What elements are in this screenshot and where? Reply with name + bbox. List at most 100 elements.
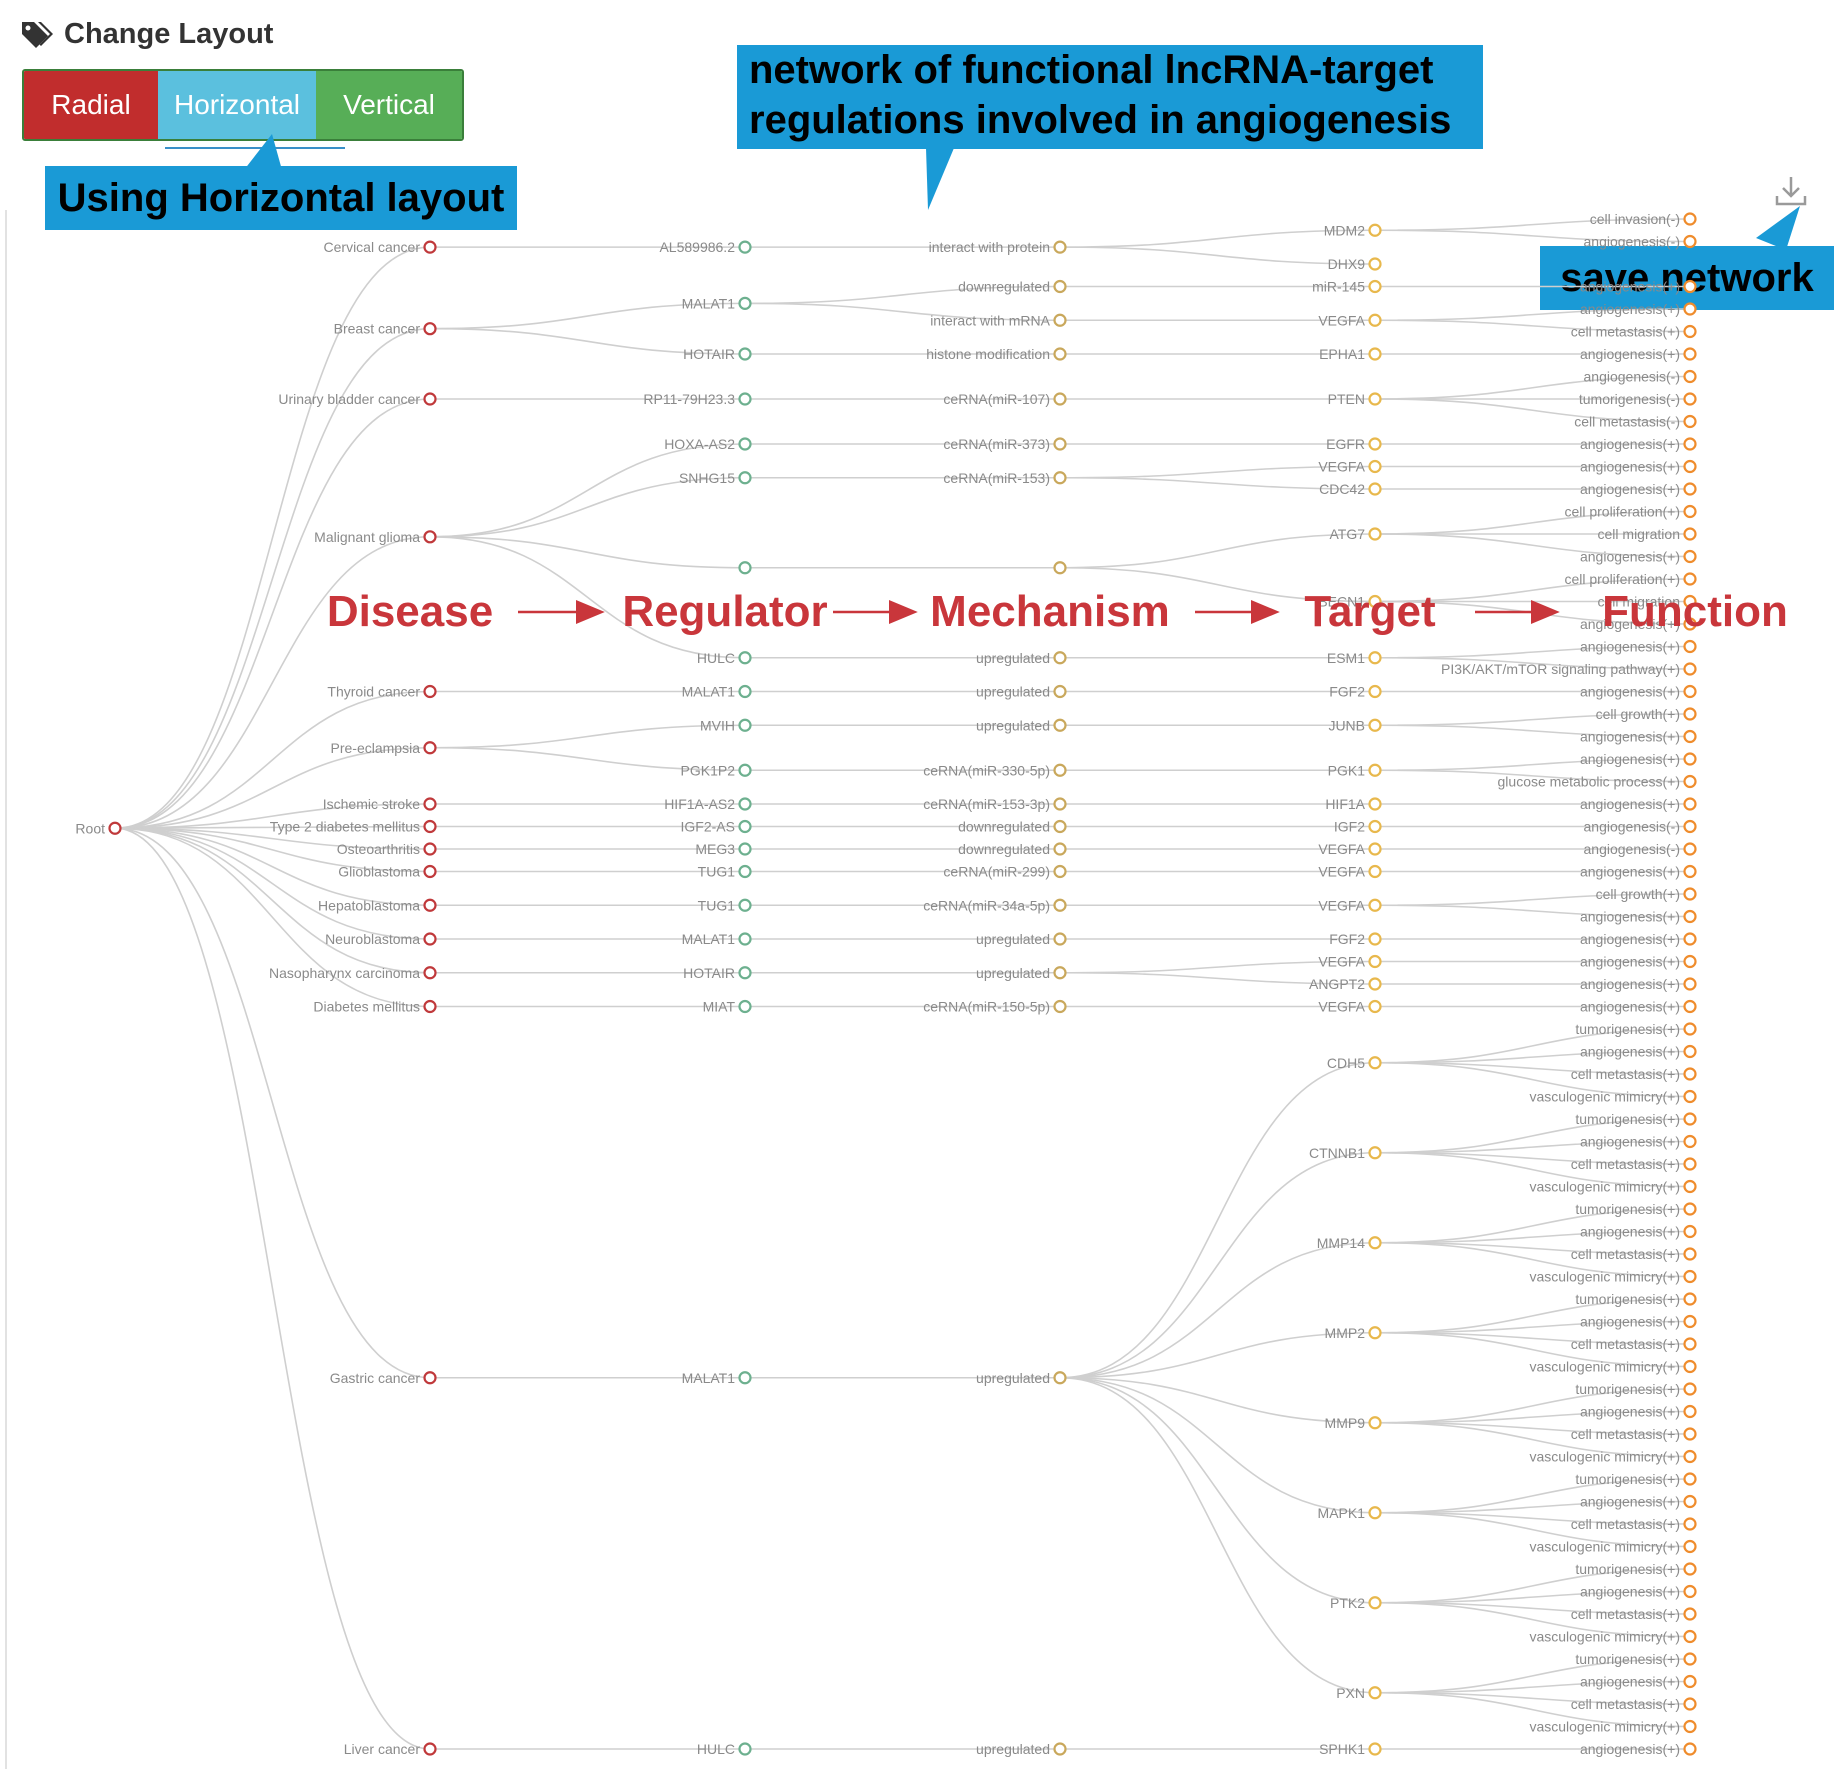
function-node[interactable]: angiogenesis(-) [1584, 819, 1697, 835]
disease-node[interactable]: Nasopharynx carcinoma [269, 965, 437, 981]
mechanism-node[interactable]: ceRNA(miR-373) [943, 436, 1067, 452]
function-node-marker[interactable] [1683, 1224, 1697, 1239]
disease-node[interactable]: Malignant glioma [314, 529, 437, 545]
function-node[interactable]: angiogenesis(+) [1580, 976, 1697, 992]
target-node[interactable]: EPHA1 [1319, 346, 1382, 362]
target-node-marker[interactable] [1368, 898, 1382, 912]
function-node-marker[interactable] [1683, 819, 1697, 834]
target-node-marker[interactable] [1368, 279, 1382, 294]
target-node[interactable]: VEGFA [1318, 459, 1382, 475]
regulator-node-marker[interactable] [738, 898, 752, 912]
function-node[interactable]: angiogenesis(+) [1580, 909, 1697, 925]
disease-node-marker[interactable] [423, 392, 437, 406]
mechanism-node-marker[interactable] [1053, 392, 1067, 406]
function-node-marker[interactable] [1683, 1607, 1697, 1621]
function-node-marker[interactable] [1683, 504, 1697, 519]
mechanism-node-marker[interactable] [1053, 763, 1067, 777]
regulator-node-marker[interactable] [738, 347, 752, 361]
disease-node[interactable]: Osteoarthritis [337, 841, 437, 857]
disease-node[interactable]: Ischemic stroke [323, 796, 437, 812]
mechanism-node[interactable]: ceRNA(miR-150-5p) [923, 999, 1067, 1015]
function-node-marker[interactable] [1683, 1584, 1697, 1599]
function-node[interactable]: vasculogenic mimicry(+) [1529, 1089, 1697, 1105]
function-node[interactable]: glucose metabolic process(+) [1498, 774, 1697, 790]
function-node-marker[interactable] [1683, 1562, 1697, 1576]
function-node-marker[interactable] [1683, 1494, 1697, 1509]
function-node-marker[interactable] [1683, 1157, 1697, 1171]
disease-node-marker[interactable] [423, 898, 437, 912]
mechanism-node-marker[interactable] [1053, 471, 1067, 485]
function-node[interactable]: vasculogenic mimicry(+) [1529, 1269, 1697, 1285]
function-node[interactable]: angiogenesis(+) [1580, 346, 1697, 362]
function-node[interactable]: cell growth(+) [1596, 886, 1697, 902]
function-node-marker[interactable] [1683, 212, 1697, 226]
function-node[interactable]: angiogenesis(+) [1580, 864, 1697, 880]
function-node[interactable]: tumorigenesis(+) [1575, 1381, 1697, 1397]
mechanism-node[interactable]: downregulated [958, 819, 1067, 835]
function-node-marker[interactable] [1683, 392, 1697, 406]
mechanism-node-marker[interactable] [1053, 842, 1067, 856]
vertical-layout-button[interactable]: Vertical [316, 71, 462, 139]
mechanism-node-marker[interactable] [1053, 864, 1067, 879]
disease-node-marker[interactable] [423, 842, 437, 856]
function-node[interactable]: angiogenesis(+) [1580, 301, 1697, 317]
function-node[interactable]: vasculogenic mimicry(+) [1529, 1449, 1697, 1465]
function-node-marker[interactable] [1683, 1314, 1697, 1329]
target-node-marker[interactable] [1368, 437, 1382, 451]
regulator-node[interactable]: IGF2-AS [681, 819, 752, 835]
function-node[interactable]: vasculogenic mimicry(+) [1529, 1359, 1697, 1375]
function-node-marker[interactable] [1683, 1382, 1697, 1396]
function-node-marker[interactable] [1683, 1179, 1697, 1194]
target-node-marker[interactable] [1368, 864, 1382, 879]
regulator-node[interactable]: MALAT1 [682, 295, 752, 311]
function-node[interactable]: vasculogenic mimicry(+) [1529, 1179, 1697, 1195]
regulator-node-marker[interactable] [738, 392, 752, 406]
regulator-node[interactable]: MALAT1 [682, 931, 752, 947]
target-node-marker[interactable] [1368, 482, 1382, 496]
mechanism-node-marker[interactable] [1053, 313, 1067, 327]
mechanism-node[interactable]: upregulated [976, 684, 1067, 700]
target-node-marker[interactable] [1368, 594, 1382, 609]
disease-node-marker[interactable] [423, 797, 437, 811]
function-node[interactable]: angiogenesis(-) [1584, 234, 1697, 250]
regulator-node[interactable]: MEG3 [695, 841, 752, 857]
mechanism-node-marker[interactable] [1053, 966, 1067, 980]
regulator-node[interactable] [738, 561, 752, 575]
regulator-node[interactable]: TUG1 [698, 864, 752, 880]
function-node-marker[interactable] [1683, 1134, 1697, 1149]
mechanism-node-marker[interactable] [1053, 240, 1067, 254]
disease-node[interactable]: Liver cancer [344, 1741, 437, 1757]
target-node[interactable]: CDH5 [1327, 1055, 1382, 1071]
mechanism-node[interactable]: upregulated [976, 965, 1067, 981]
mechanism-node[interactable]: histone modification [926, 346, 1067, 362]
function-node[interactable]: angiogenesis(+) [1580, 1674, 1697, 1690]
disease-node-marker[interactable] [423, 322, 437, 336]
function-node[interactable]: tumorigenesis(+) [1575, 1291, 1697, 1307]
function-node-marker[interactable] [1683, 729, 1697, 744]
disease-node-marker[interactable] [423, 819, 437, 834]
function-node-marker[interactable] [1683, 639, 1697, 654]
mechanism-node-marker[interactable] [1053, 898, 1067, 912]
disease-node-marker[interactable] [423, 1742, 437, 1756]
regulator-node-marker[interactable] [738, 763, 752, 777]
mechanism-node-marker[interactable] [1053, 932, 1067, 946]
mechanism-node[interactable]: interact with protein [929, 239, 1067, 255]
function-node[interactable]: cell metastasis(+) [1571, 1336, 1697, 1352]
target-node-marker[interactable] [1368, 459, 1382, 474]
regulator-node-marker[interactable] [738, 1371, 752, 1385]
function-node-marker[interactable] [1683, 437, 1697, 451]
target-node-marker[interactable] [1368, 1056, 1382, 1070]
target-node-marker[interactable] [1368, 313, 1382, 327]
target-node[interactable]: VEGFA [1318, 312, 1382, 328]
function-node-marker[interactable] [1683, 1652, 1697, 1666]
function-node[interactable]: tumorigenesis(+) [1575, 1201, 1697, 1217]
function-node[interactable]: cell metastasis(+) [1571, 1156, 1697, 1172]
mechanism-node[interactable]: upregulated [976, 1370, 1067, 1386]
function-node[interactable]: vasculogenic mimicry(+) [1529, 1629, 1697, 1645]
function-node[interactable]: angiogenesis(+) [1580, 954, 1697, 970]
function-node[interactable]: angiogenesis(+) [1580, 1314, 1697, 1330]
function-node[interactable]: angiogenesis(-) [1584, 369, 1697, 385]
function-node-marker[interactable] [1683, 1517, 1697, 1531]
function-node-marker[interactable] [1683, 999, 1697, 1014]
function-node-marker[interactable] [1683, 324, 1697, 339]
